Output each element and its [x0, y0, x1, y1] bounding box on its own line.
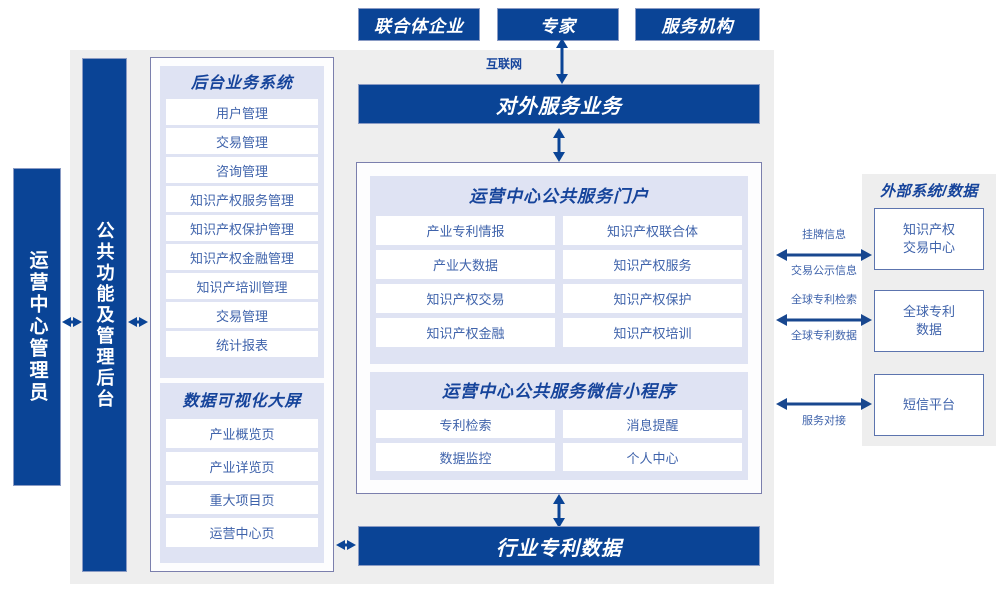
visualization-item-label: 产业详览页	[209, 460, 275, 475]
backend-item-label: 统计报表	[215, 337, 268, 353]
miniprogram-item[interactable]: 个人中心	[563, 443, 742, 471]
backend-item[interactable]: 交易管理	[166, 302, 318, 328]
portal-panel: 运营中心公共服务门户 产业专利情报 知识产权联合体 产业大数据 知识产权服务 知…	[370, 176, 748, 364]
portal-to-industry-arrow-icon	[553, 494, 565, 528]
portal-item-label: 知识产权联合体	[606, 224, 698, 239]
miniprogram-item-label: 数据监控	[439, 450, 492, 466]
backend-item[interactable]: 统计报表	[166, 331, 318, 357]
visualization-item-label: 重大项目页	[209, 493, 275, 508]
portal-item[interactable]: 产业大数据	[376, 250, 555, 279]
external-service-label: 对外服务业务	[496, 95, 622, 118]
backend-item[interactable]: 知识产权金融管理	[166, 244, 318, 270]
backend-item[interactable]: 知识产培训管理	[166, 273, 318, 299]
external-connector-2-label-below: 全球专利数据	[791, 330, 857, 342]
portal-item[interactable]: 产业专利情报	[376, 216, 555, 245]
external-connector-1-arrow-icon	[776, 249, 872, 261]
portal-item[interactable]: 知识产权培训	[563, 318, 742, 347]
internet-label: 互联网	[486, 57, 523, 71]
miniprogram-panel: 运营中心公共服务微信小程序 专利检索 消息提醒 数据监控 个人中心	[370, 372, 748, 480]
internet-connector: 互联网	[486, 38, 596, 84]
backend-item-label: 交易管理	[215, 308, 268, 324]
external-connector-1-label-below: 交易公示信息	[791, 265, 857, 277]
operator-admin-label: 运营中心管理员	[26, 250, 48, 404]
external-connector-2-label-above: 全球专利检索	[791, 294, 857, 306]
visualization-item-label: 运营中心页	[209, 526, 275, 541]
visualization-item[interactable]: 运营中心页	[166, 518, 318, 547]
visualization-item-label: 产业概览页	[209, 427, 275, 442]
portal-title: 运营中心公共服务门户	[469, 187, 649, 206]
external-connector-1-label-above: 挂牌信息	[802, 229, 846, 241]
external-box-text: 知识产权 交易中心	[903, 221, 955, 256]
miniprogram-item[interactable]: 数据监控	[376, 443, 555, 471]
backend-item[interactable]: 用户管理	[166, 99, 318, 125]
miniprogram-item[interactable]: 专利检索	[376, 410, 555, 438]
operator-admin-column[interactable]: 运营中心管理员	[13, 168, 61, 486]
internet-arrow-icon	[556, 38, 568, 84]
backend-item-label: 知识产权保护管理	[189, 221, 294, 237]
common-functions-column[interactable]: 公共功能及管理后台	[82, 58, 127, 572]
external-box-line2: 数据	[915, 322, 942, 337]
visualization-title: 数据可视化大屏	[182, 393, 302, 410]
external-box-text: 全球专利 数据	[903, 303, 955, 338]
common-functions-label: 公共功能及管理后台	[94, 220, 115, 410]
portal-item[interactable]: 知识产权联合体	[563, 216, 742, 245]
external-box-line1: 知识产权	[902, 222, 955, 238]
miniprogram-title: 运营中心公共服务微信小程序	[442, 382, 676, 401]
backend-item[interactable]: 知识产权保护管理	[166, 215, 318, 241]
actor-label: 服务机构	[661, 17, 734, 36]
external-box-line1: 短信平台	[902, 397, 955, 413]
visualization-panel: 数据可视化大屏 产业概览页 产业详览页 重大项目页 运营中心页	[160, 383, 324, 563]
external-box-sms-platform[interactable]: 短信平台	[874, 374, 984, 436]
portal-item[interactable]: 知识产权服务	[563, 250, 742, 279]
portal-item[interactable]: 知识产权金融	[376, 318, 555, 347]
portal-item-label: 知识产权交易	[426, 292, 505, 307]
portal-item-label: 知识产权保护	[613, 292, 692, 307]
external-service-bar[interactable]: 对外服务业务	[358, 84, 760, 124]
external-connector-3-arrow-icon	[776, 398, 872, 410]
backend-item[interactable]: 知识产权服务管理	[166, 186, 318, 212]
actor-label: 专家	[540, 17, 576, 36]
visualization-item[interactable]: 产业概览页	[166, 419, 318, 448]
industry-patent-data-bar[interactable]: 行业专利数据	[358, 526, 760, 566]
portal-item-label: 产业大数据	[432, 258, 498, 273]
external-box-global-patent-data[interactable]: 全球专利 数据	[874, 290, 984, 352]
external-box-ip-exchange[interactable]: 知识产权 交易中心	[874, 208, 984, 270]
industry-patent-data-label: 行业专利数据	[496, 537, 622, 560]
portal-item-label: 产业专利情报	[426, 224, 505, 239]
actor-box-service-org[interactable]: 服务机构	[635, 8, 760, 41]
backend-item-label: 咨询管理	[215, 163, 268, 179]
backend-system-panel: 后台业务系统 用户管理 交易管理 咨询管理 知识产权服务管理 知识产权保护管理 …	[160, 66, 324, 378]
external-box-line2: 交易中心	[902, 240, 955, 255]
common-to-backend-arrow-icon	[128, 317, 148, 327]
visualization-item[interactable]: 重大项目页	[166, 485, 318, 514]
external-box-line1: 全球专利	[902, 304, 955, 320]
portal-item[interactable]: 知识产权交易	[376, 284, 555, 313]
external-connector-3-label-below: 服务对接	[802, 415, 846, 427]
miniprogram-item-label: 个人中心	[626, 450, 679, 466]
backend-item-label: 知识产培训管理	[196, 279, 288, 295]
actor-box-expert[interactable]: 专家	[497, 8, 619, 41]
backend-item-label: 知识产权金融管理	[189, 250, 294, 266]
external-connector-2-arrow-icon	[776, 314, 872, 326]
backend-system-title: 后台业务系统	[190, 75, 293, 92]
portal-item-label: 知识产权培训	[613, 326, 692, 341]
miniprogram-item-label: 消息提醒	[626, 417, 679, 433]
backend-item-label: 交易管理	[215, 134, 268, 150]
visualization-item[interactable]: 产业详览页	[166, 452, 318, 481]
backend-item[interactable]: 交易管理	[166, 128, 318, 154]
actor-label: 联合体企业	[374, 17, 464, 36]
actor-box-consortium[interactable]: 联合体企业	[358, 8, 480, 41]
portal-item[interactable]: 知识产权保护	[563, 284, 742, 313]
backend-item-label: 知识产权服务管理	[189, 192, 294, 208]
backend-item-label: 用户管理	[215, 105, 268, 121]
backend-item[interactable]: 咨询管理	[166, 157, 318, 183]
portal-item-label: 知识产权服务	[613, 258, 692, 273]
portal-item-label: 知识产权金融	[426, 326, 505, 341]
external-systems-title: 外部系统/数据	[880, 183, 978, 200]
admin-to-common-arrow-icon	[62, 317, 82, 327]
service-to-portal-arrow-icon	[553, 128, 565, 162]
miniprogram-item[interactable]: 消息提醒	[563, 410, 742, 438]
visualization-to-industry-arrow-icon	[336, 540, 356, 550]
miniprogram-item-label: 专利检索	[439, 417, 492, 433]
